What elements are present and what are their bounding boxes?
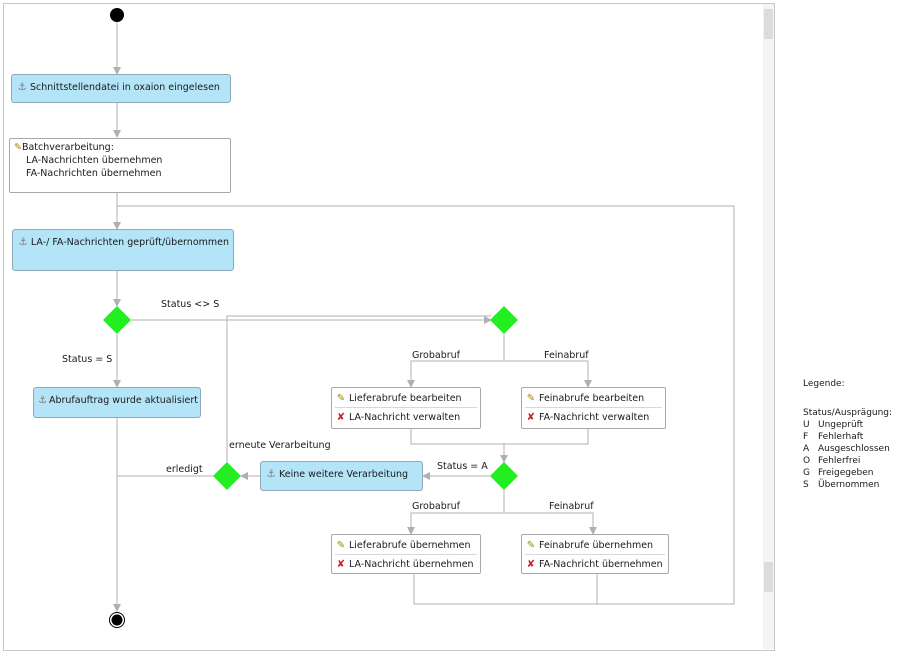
edge-decision2-grob bbox=[407, 334, 505, 388]
pencil-icon: ✎ bbox=[336, 539, 346, 551]
decision-status-a[interactable] bbox=[490, 462, 518, 490]
anchor-icon: ⚓ bbox=[17, 81, 27, 93]
cross-icon: ✘ bbox=[336, 558, 346, 570]
edge-decision4-retry bbox=[226, 315, 491, 462]
edge-decision3-fein bbox=[504, 512, 597, 535]
cross-icon: ✘ bbox=[526, 411, 536, 423]
start-node[interactable] bbox=[110, 8, 124, 22]
node-order-updated[interactable]: ⚓Abrufauftrag wurde aktualisiert bbox=[33, 387, 201, 418]
node-fein-edit[interactable]: ✎Feinabrufe bearbeiten ✘FA-Nachricht ver… bbox=[521, 387, 666, 429]
node-lief-accept[interactable]: ✎Lieferabrufe übernehmen ✘LA-Nachricht ü… bbox=[331, 534, 481, 574]
vertical-scrollbar[interactable] bbox=[763, 4, 774, 649]
label-feinabruf-1: Feinabruf bbox=[544, 350, 589, 361]
diagram-edges bbox=[103, 8, 735, 628]
label-erledigt: erledigt bbox=[166, 464, 203, 475]
edge-join-1 bbox=[410, 429, 589, 445]
scrollbar-thumb[interactable] bbox=[764, 9, 773, 39]
pencil-icon: ✎ bbox=[336, 392, 346, 404]
edge-loop-back bbox=[117, 205, 735, 605]
pencil-icon: ✎ bbox=[526, 392, 536, 404]
node-import[interactable]: ⚓Schnittstellendatei in oxaion eingelese… bbox=[11, 74, 231, 103]
anchor-icon: ⚓ bbox=[38, 394, 47, 406]
label-grobabruf-2: Grobabruf bbox=[412, 501, 461, 512]
node-no-further[interactable]: ⚓Keine weitere Verarbeitung bbox=[260, 461, 423, 491]
pencil-icon: ✎ bbox=[526, 539, 536, 551]
decision-status-s[interactable] bbox=[103, 306, 131, 334]
anchor-icon: ⚓ bbox=[18, 236, 28, 248]
pencil-icon: ✎ bbox=[14, 142, 22, 153]
label-grobabruf-1: Grobabruf bbox=[412, 350, 461, 361]
legend-title: Legende: bbox=[803, 379, 845, 389]
diagram-canvas[interactable]: ⚓Schnittstellendatei in oxaion eingelese… bbox=[3, 3, 775, 651]
label-status-ne-s: Status <> S bbox=[161, 299, 220, 310]
label-status-eq-s: Status = S bbox=[62, 354, 113, 365]
label-status-eq-a: Status = A bbox=[437, 461, 488, 472]
end-node-core bbox=[111, 614, 123, 626]
edge-decision2-fein bbox=[504, 360, 592, 388]
node-batch[interactable]: ✎Batchverarbeitung: LA-Nachrichten übern… bbox=[9, 138, 231, 193]
legend-subtitle: Status/Ausprägung: bbox=[803, 408, 893, 418]
edge-decision3-grob bbox=[407, 490, 505, 535]
decision-grob-fein-1[interactable] bbox=[490, 306, 518, 334]
anchor-icon: ⚓ bbox=[266, 468, 276, 480]
cross-icon: ✘ bbox=[526, 558, 536, 570]
node-fein-accept[interactable]: ✎Feinabrufe übernehmen ✘FA-Nachricht übe… bbox=[521, 534, 669, 574]
scrollbar-thumb-lower[interactable] bbox=[764, 562, 773, 592]
label-erneute: erneute Verarbeitung bbox=[229, 440, 331, 451]
edge-join-2 bbox=[413, 574, 598, 605]
label-feinabruf-2: Feinabruf bbox=[549, 501, 594, 512]
node-checked[interactable]: ⚓LA-/ FA-Nachrichten geprüft/übernommen bbox=[12, 229, 234, 271]
decision-retry[interactable] bbox=[213, 462, 241, 490]
node-lief-edit[interactable]: ✎Lieferabrufe bearbeiten ✘LA-Nachricht v… bbox=[331, 387, 481, 429]
cross-icon: ✘ bbox=[336, 411, 346, 423]
